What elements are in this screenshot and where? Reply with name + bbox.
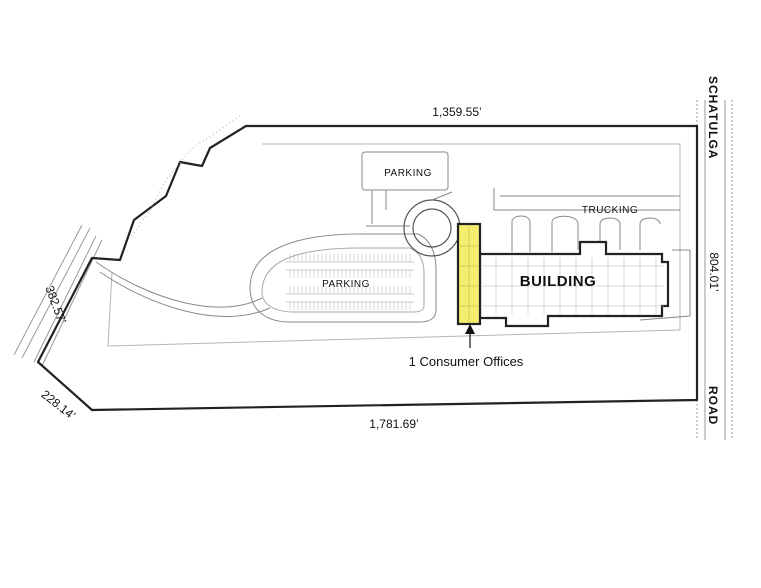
callout-label: 1 Consumer Offices (409, 354, 524, 369)
label-parking-north: PARKING (384, 168, 432, 179)
parking-lot-outline (249, 233, 437, 323)
label-building: BUILDING (520, 273, 597, 290)
label-parking-main: PARKING (322, 279, 370, 290)
north-parking (361, 151, 449, 227)
label-road-upper: SCHATULGA (706, 76, 720, 159)
access-drive (95, 261, 271, 317)
tree-line (129, 115, 241, 239)
property-boundary (36, 124, 699, 412)
dimension-left-upper: 382.57’ (42, 284, 69, 326)
parking-stall-ticks (289, 254, 411, 310)
label-road-lower: ROAD (706, 386, 720, 425)
dimension-bottom: 1,781.69’ (369, 417, 418, 431)
building (478, 240, 670, 328)
trucking-area (493, 188, 691, 321)
left-road (13, 224, 103, 367)
roundabout (403, 191, 461, 257)
dimension-right: 804.01’ (707, 252, 721, 291)
callout-arrow (465, 324, 475, 348)
label-trucking: TRUCKING (582, 205, 638, 216)
setback-line (107, 143, 681, 347)
dimension-top: 1,359.55’ (432, 105, 481, 119)
consumer-offices-grid (460, 226, 478, 322)
